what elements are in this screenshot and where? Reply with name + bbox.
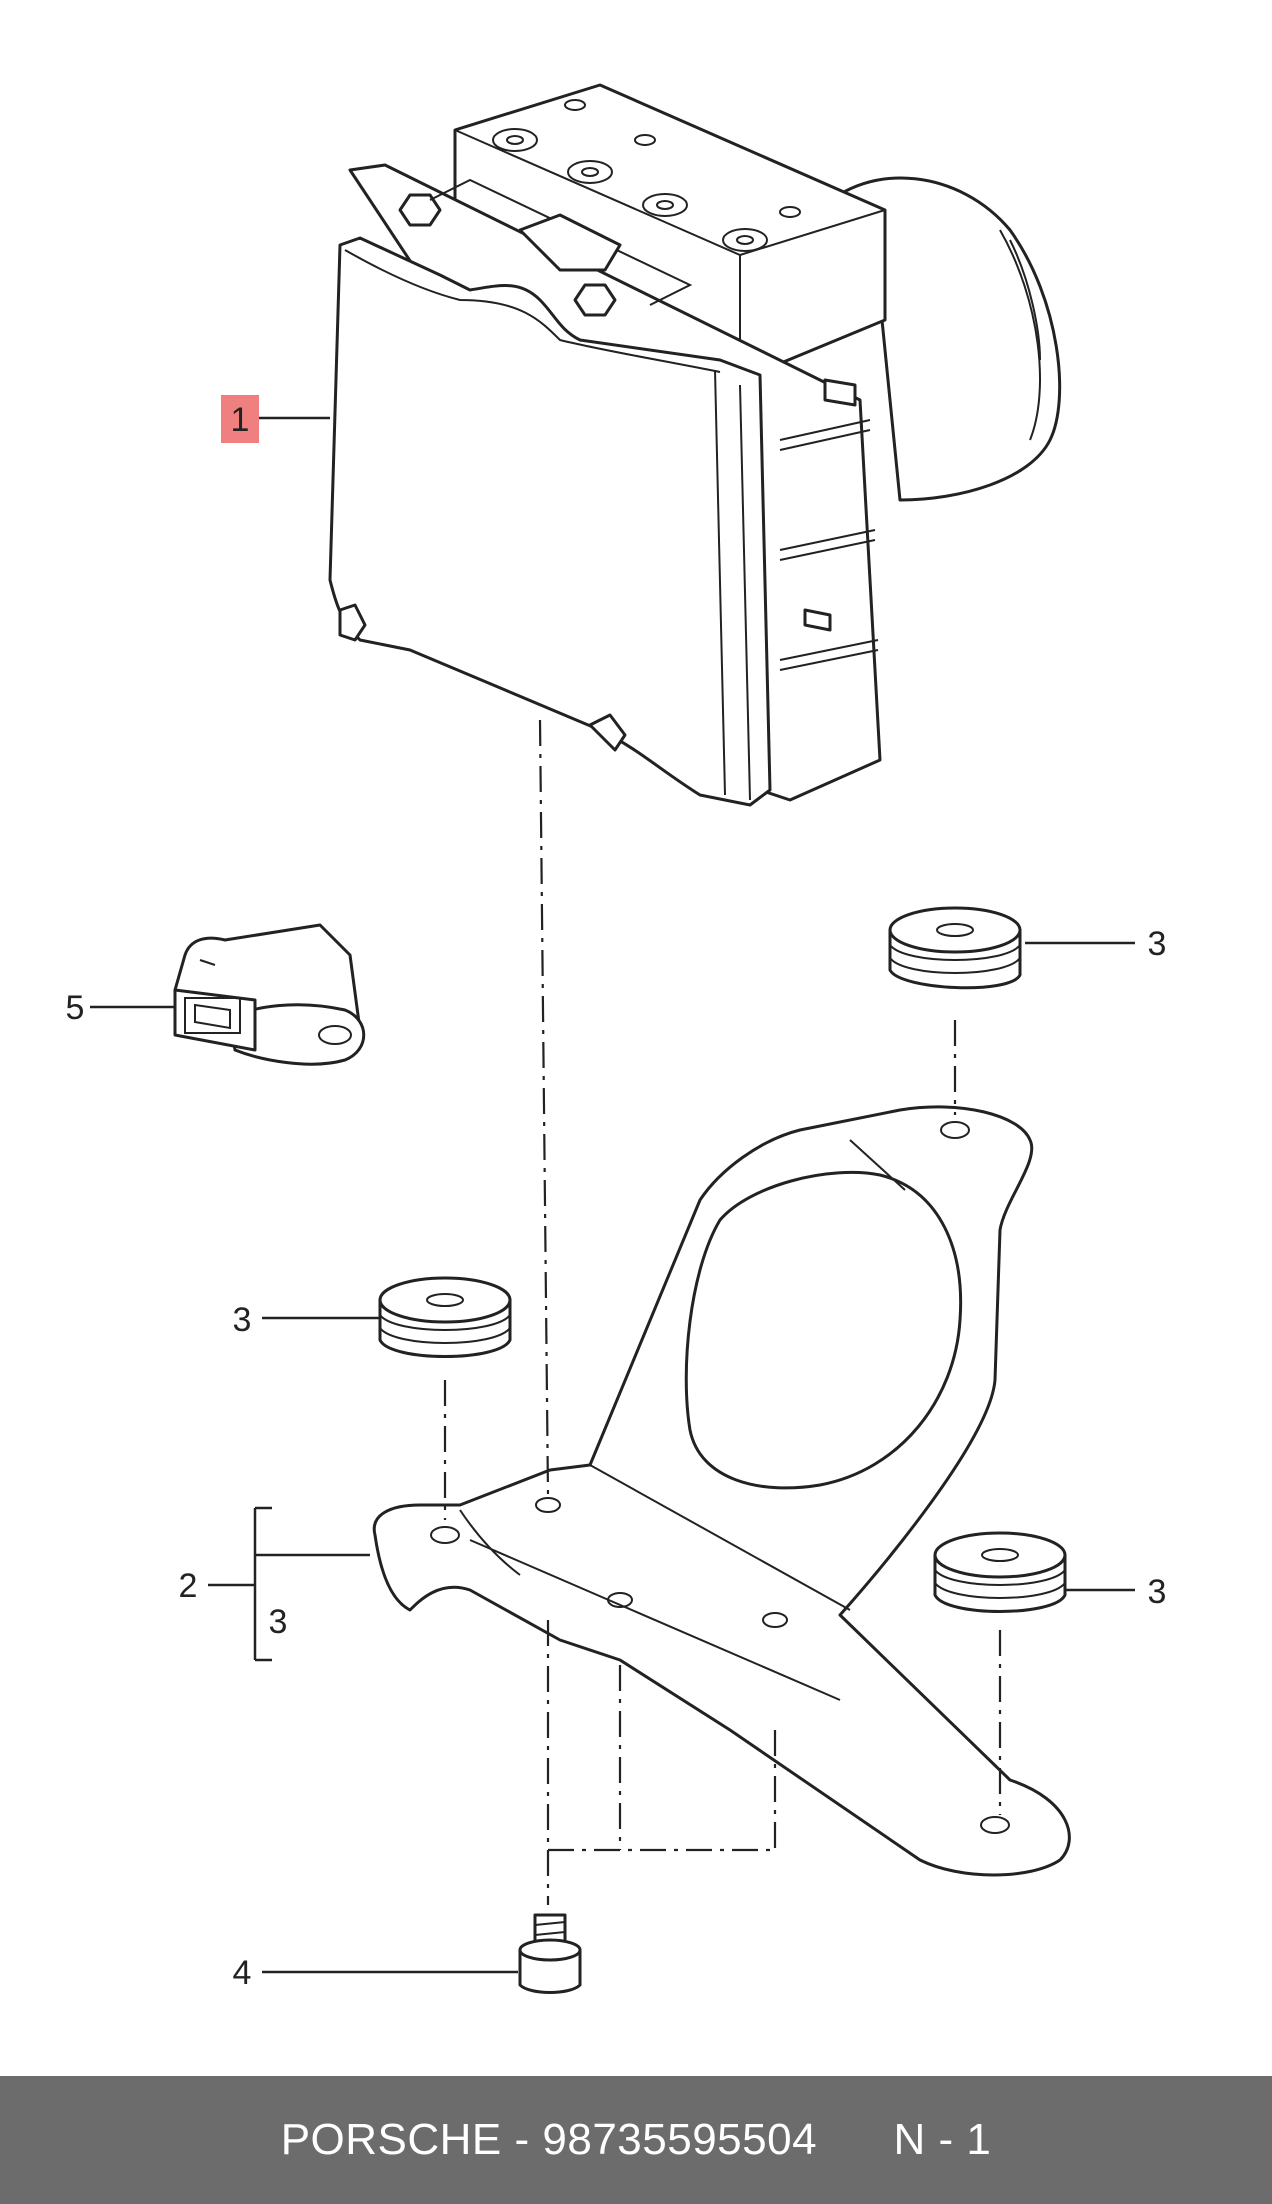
- parts-diagram: 1 3 5 3 3 2 3 4: [66, 83, 1167, 1994]
- part-label-3-right[interactable]: 3: [1148, 1573, 1167, 1611]
- part-1-highlight: [221, 395, 259, 443]
- yaw-sensor[interactable]: [173, 923, 366, 1066]
- leader-lines: [90, 416, 1135, 1974]
- abs-control-unit[interactable]: [328, 83, 1062, 807]
- part-label-3-left[interactable]: 3: [233, 1301, 252, 1339]
- mounting-bracket[interactable]: [372, 1105, 1071, 1877]
- footer-brand: PORSCHE: [280, 2115, 502, 2164]
- footer-page: N - 1: [893, 2115, 992, 2164]
- footer-gap: [817, 2115, 893, 2164]
- part-label-2-sub[interactable]: 3: [269, 1603, 288, 1641]
- part-label-2[interactable]: 2: [179, 1567, 198, 1605]
- part-label-3-top[interactable]: 3: [1148, 925, 1167, 963]
- rubber-mount-left[interactable]: [378, 1276, 512, 1358]
- footer-bar: PORSCHE - 98735595504 N - 1: [0, 2076, 1272, 2204]
- footer-separator: -: [501, 2115, 543, 2164]
- footer-caption: PORSCHE - 98735595504 N - 1: [281, 2115, 992, 2165]
- bolt[interactable]: [518, 1913, 582, 1994]
- rubber-mount-top-right[interactable]: [888, 906, 1022, 990]
- footer-part-number[interactable]: 98735595504: [542, 2115, 818, 2164]
- part-label-1[interactable]: 1: [231, 401, 250, 439]
- part-label-4[interactable]: 4: [233, 1954, 252, 1992]
- part-label-5[interactable]: 5: [66, 989, 85, 1027]
- assembly-lines: [443, 719, 1002, 1905]
- rubber-mount-right[interactable]: [933, 1531, 1067, 1613]
